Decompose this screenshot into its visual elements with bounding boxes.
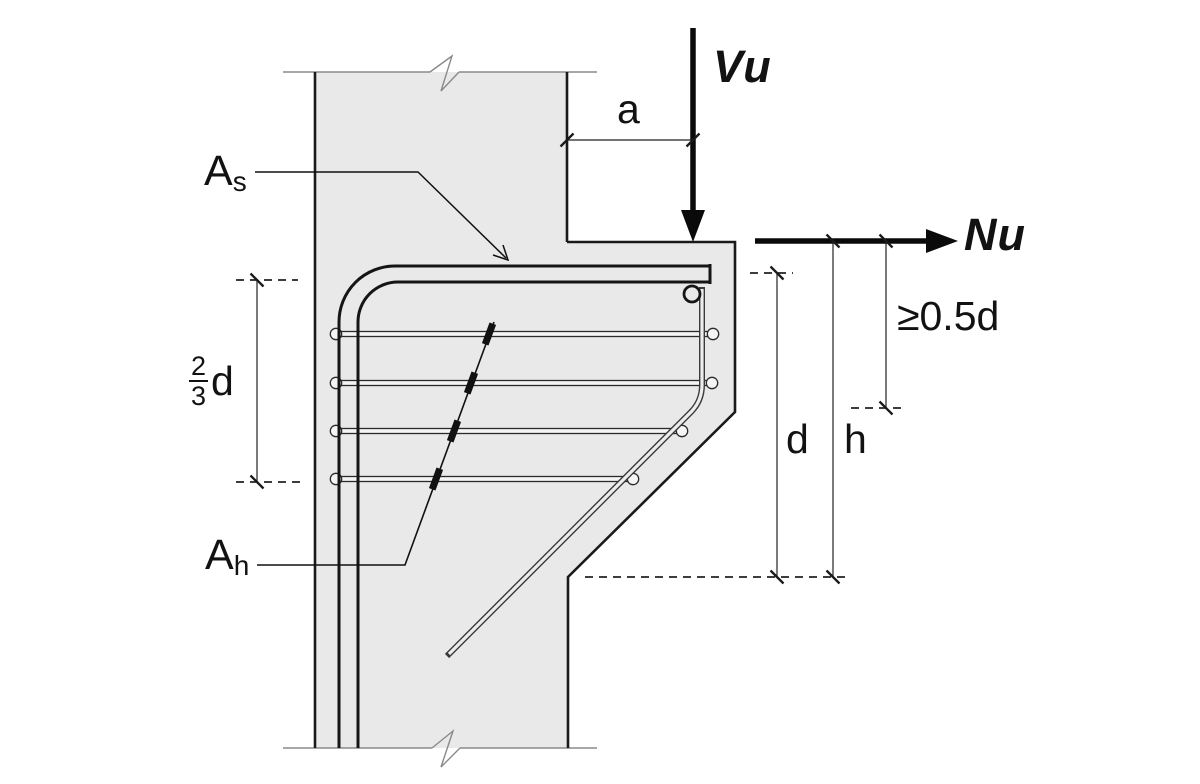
hoop-leader [257,321,497,566]
main-bar-outer-line [337,264,710,748]
break-symbol-bottom [431,728,461,768]
main-bar-leader [255,171,510,262]
dashed-extension-lines [236,272,902,578]
dimension-lines [256,139,887,577]
dim-label-h: h [844,416,867,462]
hoop-bar [329,424,689,438]
concrete-outline [313,72,737,748]
hoop-bar [329,327,720,341]
dim-label-d: d [786,416,809,462]
main-bar-as [337,264,712,748]
main-bar-inner-line [356,280,710,748]
main-bar-label: As [204,147,247,197]
break-symbol-top [429,54,460,92]
dim-label-min-outer-depth: ≥0.5d [897,293,1000,339]
framing-bar [444,287,705,659]
corbel-outline [566,240,737,748]
concrete-body [315,72,735,748]
anchor-bar-circle [682,284,702,304]
hoop-count-ticks [428,322,497,491]
dim-label-a: a [617,86,640,132]
nu-load-label: Nu [964,209,1026,260]
dim-label-two-thirds-d: 2 3 d [189,351,234,412]
cut-line-top [283,54,597,92]
vu-load-label: Vu [713,41,772,92]
hoop-leader-line [257,321,495,566]
hoop-bars [329,327,720,486]
vu-arrow [681,28,705,242]
nu-arrow [755,229,958,253]
leader-arrowhead [492,244,510,262]
hoop-bar [329,376,719,390]
dimension-ticks [249,132,894,585]
fraction-two-thirds: 2 3 [189,351,209,412]
hoop-bar-label: Ah [205,531,250,581]
